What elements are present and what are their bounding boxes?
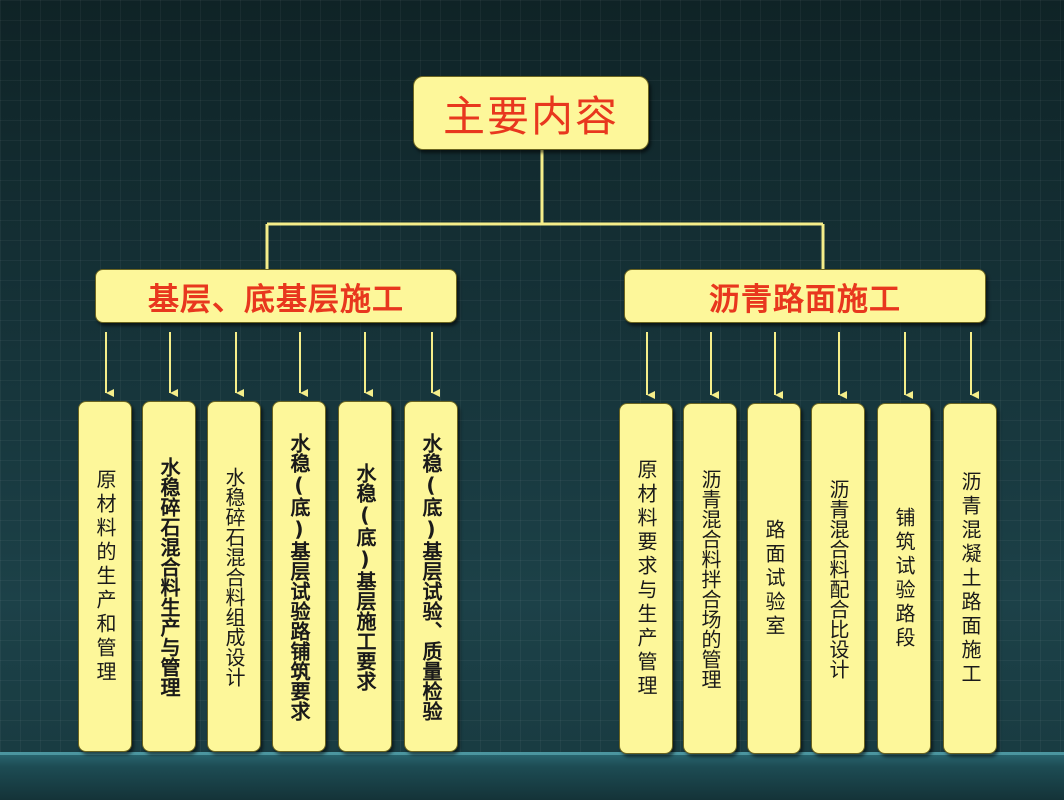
- leaf-material-requirements[interactable]: 原材料要求与生产管理: [619, 403, 673, 754]
- bottom-band: [0, 752, 1064, 800]
- branch-label: 沥青路面施工: [709, 281, 901, 318]
- leaf-label: 铺筑试验路段: [892, 506, 916, 651]
- leaf-label: 原材料的生产和管理: [93, 468, 117, 685]
- leaf-mix-design[interactable]: 水稳碎石混合料组成设计: [207, 401, 261, 752]
- leaf-label: 水稳(底)基层试验路铺筑要求: [287, 432, 311, 721]
- branch-base-course[interactable]: 基层、底基层施工: [95, 269, 457, 323]
- leaf-label: 沥青混合料配合比设计: [826, 478, 850, 679]
- leaf-label: 原材料要求与生产管理: [634, 458, 658, 699]
- leaf-construction-requirements[interactable]: 水稳(底)基层施工要求: [338, 401, 392, 752]
- branch-asphalt-pavement[interactable]: 沥青路面施工: [624, 269, 986, 323]
- leaf-label: 路面试验室: [762, 518, 786, 639]
- leaf-cement-gravel-production[interactable]: 水稳碎石混合料生产与管理: [142, 401, 196, 752]
- leaf-label: 水稳(底)基层施工要求: [353, 462, 377, 691]
- leaf-label: 水稳碎石混合料生产与管理: [157, 456, 181, 697]
- leaf-trial-section-requirements[interactable]: 水稳(底)基层试验路铺筑要求: [272, 401, 326, 752]
- leaf-trial-paving-section[interactable]: 铺筑试验路段: [877, 403, 931, 754]
- root-label: 主要内容: [442, 91, 619, 141]
- leaf-raw-material-management[interactable]: 原材料的生产和管理: [78, 401, 132, 752]
- leaf-asphalt-concrete-construction[interactable]: 沥青混凝土路面施工: [943, 403, 997, 754]
- leaf-label: 沥青混合料拌合场的管理: [698, 468, 722, 689]
- leaf-label: 沥青混凝土路面施工: [958, 470, 982, 687]
- leaf-mixing-plant-management[interactable]: 沥青混合料拌合场的管理: [683, 403, 737, 754]
- leaf-label: 水稳碎石混合料组成设计: [222, 466, 246, 687]
- leaf-pavement-laboratory[interactable]: 路面试验室: [747, 403, 801, 754]
- root-node[interactable]: 主要内容: [413, 76, 649, 150]
- leaf-asphalt-mix-design[interactable]: 沥青混合料配合比设计: [811, 403, 865, 754]
- branch-label: 基层、底基层施工: [148, 281, 404, 318]
- leaf-label: 水稳(底)基层试验、质量检验: [419, 432, 443, 721]
- leaf-testing-quality-inspection[interactable]: 水稳(底)基层试验、质量检验: [404, 401, 458, 752]
